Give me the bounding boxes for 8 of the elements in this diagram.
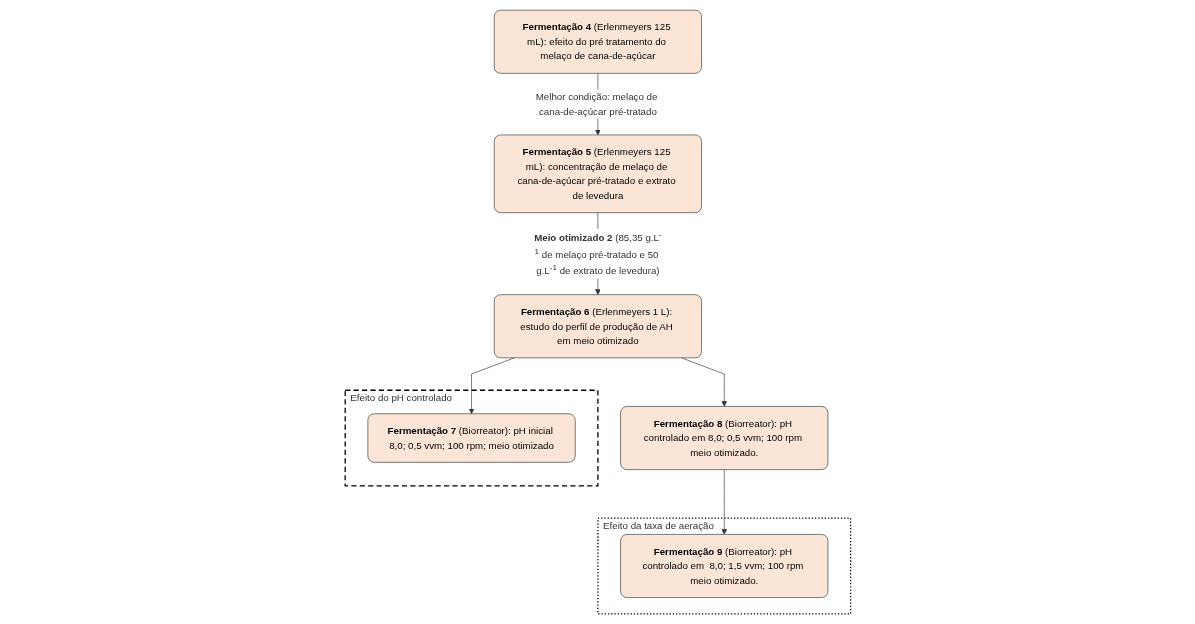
edge-label: Melhor condição: melaço de cana-de-açúcar pré-tratado [535,90,657,117]
node-box: Fermentação 4 (Erlenmeyers 125 mL): efeito do pré tratamento do melaço de cana-de-açúcar [493,9,702,74]
node-box: Fermentação 6 (Erlenmeyers 1 L): estudo do perfil de produção de AH em meio otimizado [493,294,702,359]
node-box: Fermentação 9 (Biorreator): pH controlado em 8,0; 1,5 vvm; 100 rpm meio otimizado. [619,534,828,598]
node-box: Fermentação 7 (Biorreator): pH inicial 8,0; 0,5 vvm; 100 rpm; meio otimizado [367,413,576,463]
edge-label: Meio otimizado 2 (85,35 g.L$^{-}$$^{1}$ de melaço pré-tratado e 50 g.L$^{-1}$ de extrato de levedura) [533,230,662,277]
node-box: Fermentação 5 (Erlenmeyers 125 mL): concentração de melaço de cana-de-açúcar pré-tratado e extrato de levedura [493,134,702,213]
node-box: Fermentação 8 (Biorreator): pH controlado em 8,0; 0,5 vvm; 100 rpm meio otimizado. [619,406,828,470]
